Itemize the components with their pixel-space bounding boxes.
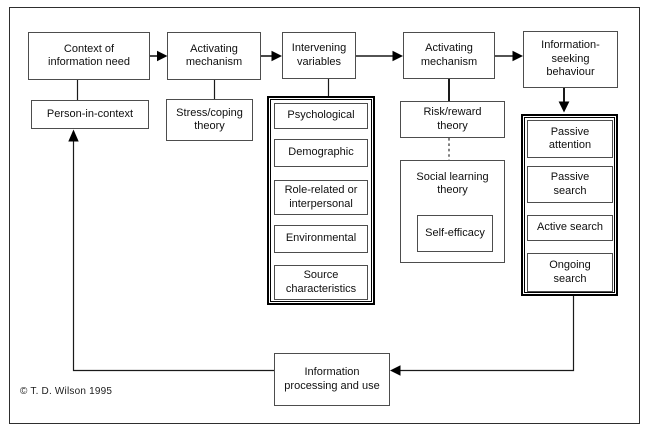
copyright-notice: © T. D. Wilson 1995 [20, 386, 113, 397]
node-passive-search: Passive search [527, 166, 613, 203]
node-role-related-or-interpersonal: Role-related or interpersonal [274, 180, 368, 215]
node-information-processing-and-use: Information processing and use [274, 353, 390, 406]
node-context-of-information-need: Context of information need [28, 32, 150, 80]
node-intervening-variables: Intervening variables [282, 32, 356, 79]
node-ongoing-search: Ongoing search [527, 253, 613, 292]
node-person-in-context: Person-in-context [31, 100, 149, 129]
node-active-search: Active search [527, 215, 613, 241]
node-self-efficacy: Self-efficacy [417, 215, 493, 252]
node-activating-mechanism-2: Activating mechanism [403, 32, 495, 79]
node-stress-coping-theory: Stress/coping theory [166, 99, 253, 141]
node-source-characteristics: Source characteristics [274, 265, 368, 300]
node-activating-mechanism-1: Activating mechanism [167, 32, 261, 80]
node-environmental: Environmental [274, 225, 368, 253]
node-demographic: Demographic [274, 139, 368, 167]
node-psychological: Psychological [274, 103, 368, 129]
node-passive-attention: Passive attention [527, 120, 613, 158]
node-information-seeking-behaviour: Information- seeking behaviour [523, 31, 618, 88]
node-risk-reward-theory: Risk/reward theory [400, 101, 505, 138]
